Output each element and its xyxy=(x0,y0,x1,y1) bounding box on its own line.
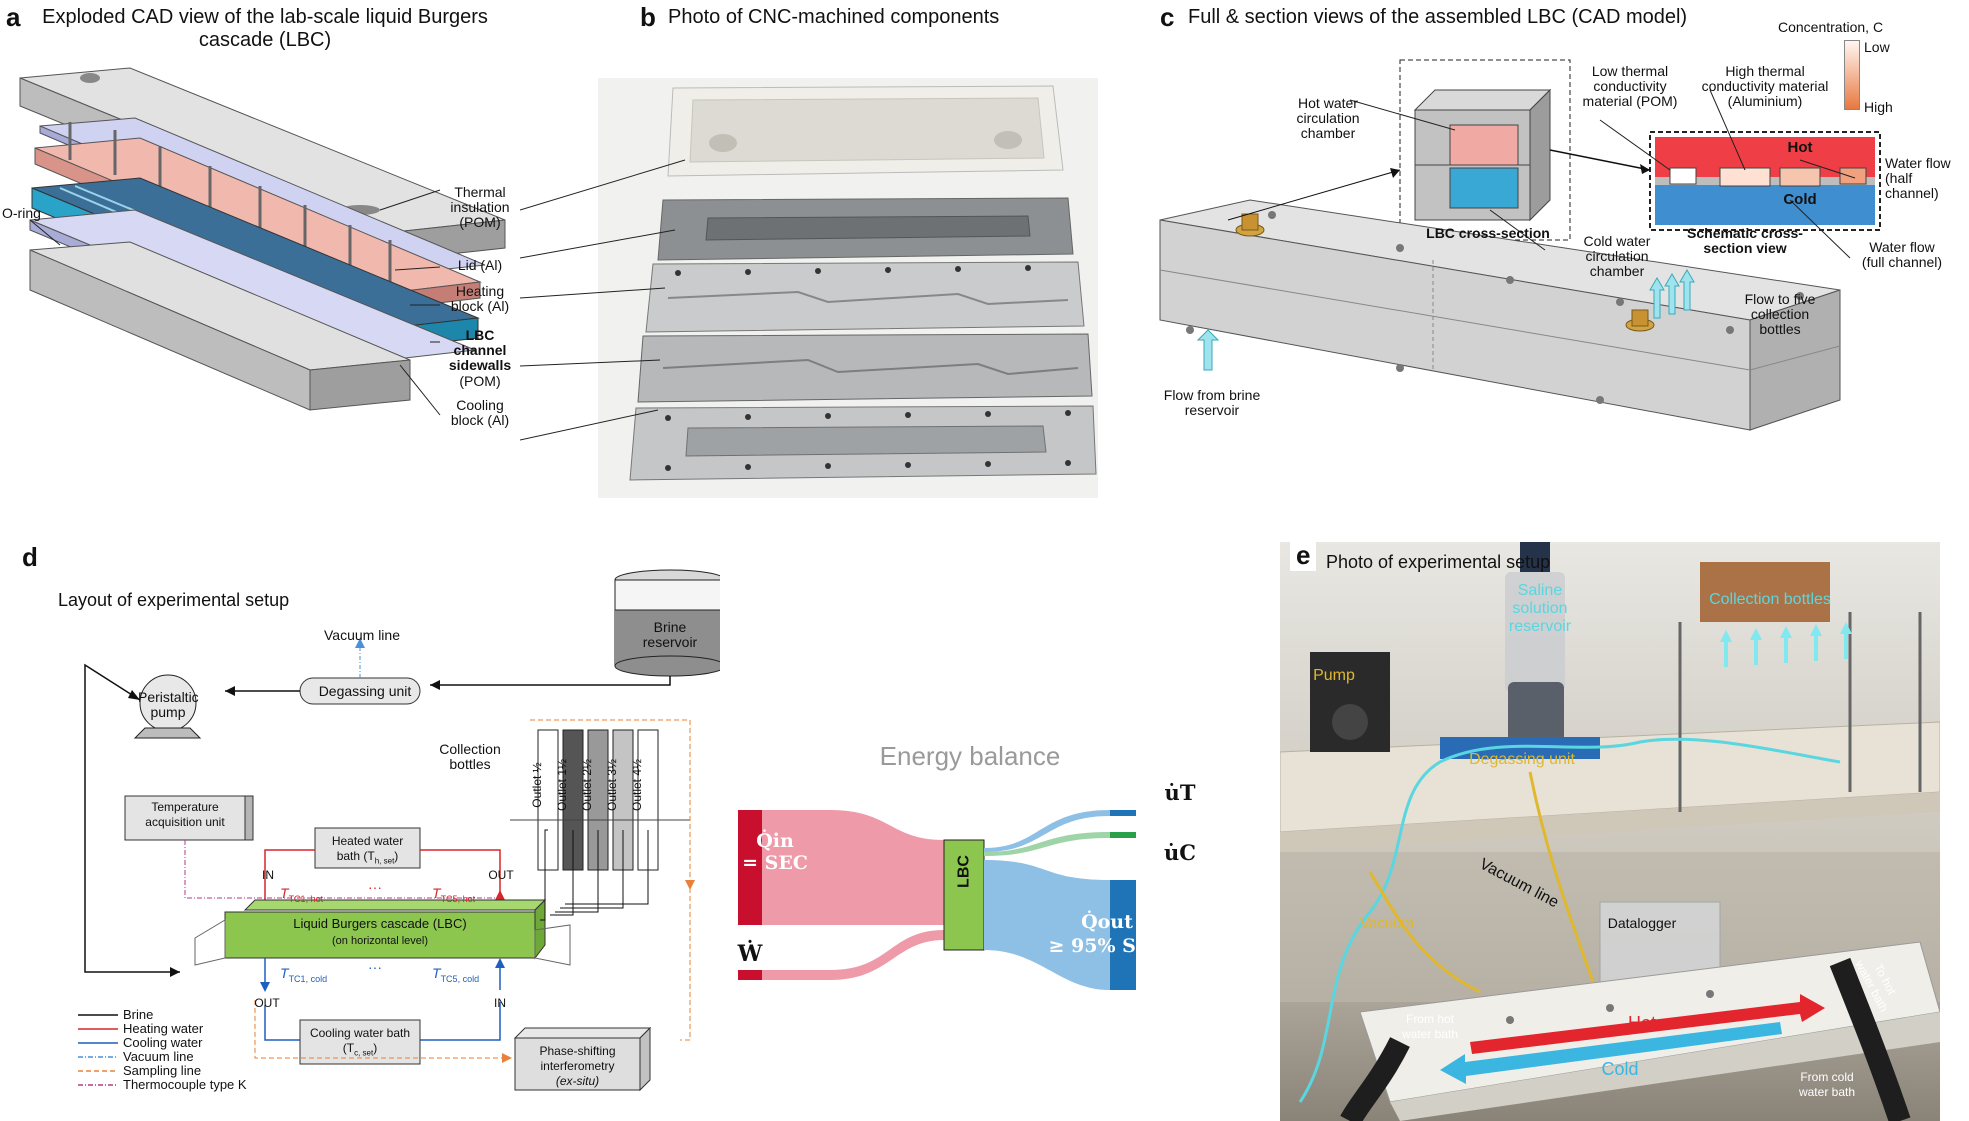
w-label: Ẇ xyxy=(737,941,763,967)
concentration-label: Concentration, C xyxy=(1778,19,1884,35)
lbc-node-label: LBC xyxy=(955,855,973,888)
panel-e-letter: e xyxy=(1290,540,1317,571)
panel-c-title: Full & section views of the assembled LB… xyxy=(1188,6,1688,28)
colorbar-high-label: High xyxy=(1864,99,1893,115)
u-c-label: u̇C xyxy=(1164,840,1196,865)
out-top-label: OUT xyxy=(488,868,514,882)
high-thermal-label: High thermal conductivity material (Alum… xyxy=(1701,63,1829,109)
low-thermal-label: Low thermal conductivity material (POM) xyxy=(1582,63,1678,109)
peristaltic-pump-label: Peristaltic pump xyxy=(138,689,199,720)
assembled-lbc-drawing xyxy=(1159,59,1881,431)
concentration-colorbar xyxy=(1844,40,1860,110)
hot-chamber-label: Hot water circulation chamber xyxy=(1296,95,1360,141)
out-bottom-label: OUT xyxy=(254,996,280,1010)
cooling-block-label: Cooling block (Al) xyxy=(450,397,510,428)
photo-hot-label: Hot xyxy=(1627,1013,1656,1033)
panel-b-leaders xyxy=(520,159,686,441)
q-in-label: Q̇in = SEC xyxy=(742,830,808,874)
photo-degassing-label: Degassing unit xyxy=(1469,751,1575,768)
cooling-bath-label: Cooling water bath (Tc, set) xyxy=(309,1026,411,1058)
u-c-bar xyxy=(1110,832,1136,838)
panel-b-letter: b xyxy=(640,2,656,32)
saline-label: Saline solution reservoir xyxy=(1508,582,1572,635)
w-bar xyxy=(738,970,762,980)
legend-label: Cooling water xyxy=(123,1035,203,1050)
lbc-cross-section-label: LBC cross-section xyxy=(1426,225,1550,241)
panel-d-title: Layout of experimental setup xyxy=(58,590,290,610)
temperature-unit-label: Temperature acquisition unit xyxy=(145,800,225,829)
panel-a-title: Exploded CAD view of the lab-scale liqui… xyxy=(42,6,488,51)
panel-b-title: Photo of CNC-machined components xyxy=(668,6,1000,28)
degassing-unit-label: Degassing unit xyxy=(318,683,412,699)
vacuum-line-label: Vacuum line xyxy=(323,627,400,643)
q-out-label: Q̇out ≥ 95% SEC xyxy=(1048,911,1166,957)
cnc-components-photo xyxy=(598,78,1098,498)
tc1-cold-label: TTC1, cold xyxy=(280,965,328,984)
datalogger-label: Datalogger xyxy=(1607,915,1677,931)
outlet-label: Outlet ½ xyxy=(530,762,544,808)
cold-chamber-label: Cold water circulation chamber xyxy=(1583,233,1651,279)
lbc-node xyxy=(943,839,985,951)
panel-e-title: Photo of experimental setup xyxy=(1326,552,1551,572)
dots-hot-label: ··· xyxy=(368,879,382,895)
pump-label: Pump xyxy=(1313,667,1355,684)
outlet-label: Outlet 3½ xyxy=(605,758,619,812)
energy-balance-sankey xyxy=(738,810,1136,990)
panel-d-letter: d xyxy=(22,542,38,572)
base-block xyxy=(29,241,411,411)
u-t-label: u̇T xyxy=(1164,780,1196,805)
oring-label: O-ring xyxy=(2,205,41,221)
flow-from-brine-label: Flow from brine reservoir xyxy=(1163,387,1261,418)
exploded-cad-drawing xyxy=(19,67,506,416)
thermal-insulation-label: Thermal insulation (POM) xyxy=(450,184,510,230)
in-top-label: IN xyxy=(262,868,274,882)
legend-label: Sampling line xyxy=(123,1063,201,1078)
sidewalls-material-label: (POM) xyxy=(459,373,501,389)
experimental-setup-photo xyxy=(1280,542,1940,1121)
vacuum-label: Vacuum xyxy=(1360,915,1414,932)
energy-balance-title: Energy balance xyxy=(879,741,1061,771)
sidewalls-label: LBC channel sidewalls xyxy=(448,327,512,373)
photo-cold-label: Cold xyxy=(1601,1059,1639,1079)
legend-label: Vacuum line xyxy=(123,1049,194,1064)
panel-c-letter: c xyxy=(1160,2,1175,32)
q-out-bar xyxy=(1110,880,1136,990)
legend-label: Brine xyxy=(123,1007,153,1022)
lbc-box-sub-label: (on horizontal level) xyxy=(332,935,428,947)
dots-cold-label: ··· xyxy=(368,959,382,975)
tc5-hot-label: TTC5, hot xyxy=(432,885,476,904)
legend-label: Heating water xyxy=(123,1021,204,1036)
collection-bottles-label: Collection bottles xyxy=(439,741,501,772)
water-flow-half-label: Water flow (half channel) xyxy=(1885,155,1951,201)
legend-label: Thermocouple type K xyxy=(123,1077,247,1092)
schematic-hot-label: Hot xyxy=(1787,139,1813,156)
flow-to-bottles-label: Flow to five collection bottles xyxy=(1744,291,1816,337)
brine-reservoir-label: Brine reservoir xyxy=(642,619,698,650)
tc1-hot-label: TTC1, hot xyxy=(280,885,324,904)
psi-label: Phase-shifting interferometry (ex-situ) xyxy=(539,1044,616,1088)
heated-bath-label: Heated water bath (Th, set) xyxy=(331,834,404,866)
u-t-bar xyxy=(1110,810,1136,816)
outlet-label: Outlet 2½ xyxy=(580,758,594,812)
heating-block-label: Heating block (Al) xyxy=(450,283,510,314)
photo-collection-bottles-label: Collection bottles xyxy=(1709,591,1831,608)
lid-label: Lid (Al) xyxy=(457,257,503,273)
collection-bottles-group xyxy=(510,729,690,871)
outlet-label: Outlet 4½ xyxy=(630,758,644,812)
in-bottom-label: IN xyxy=(494,996,506,1010)
panel-a-letter: a xyxy=(6,2,21,32)
water-flow-full-label: Water flow (full channel) xyxy=(1861,239,1943,270)
q-in-bar xyxy=(738,810,762,925)
tc5-cold-label: TTC5, cold xyxy=(432,965,480,984)
schematic-cold-label: Cold xyxy=(1783,191,1817,208)
colorbar-low-label: Low xyxy=(1864,39,1890,55)
from-hot-label: From hot water bath xyxy=(1401,1012,1459,1041)
schematic-view-label: Schematic cross- section view xyxy=(1687,225,1803,256)
from-cold-label: From cold water bath xyxy=(1798,1070,1856,1099)
outlet-label: Outlet 1½ xyxy=(555,758,569,812)
lbc-box-label: Liquid Burgers cascade (LBC) xyxy=(293,916,467,931)
